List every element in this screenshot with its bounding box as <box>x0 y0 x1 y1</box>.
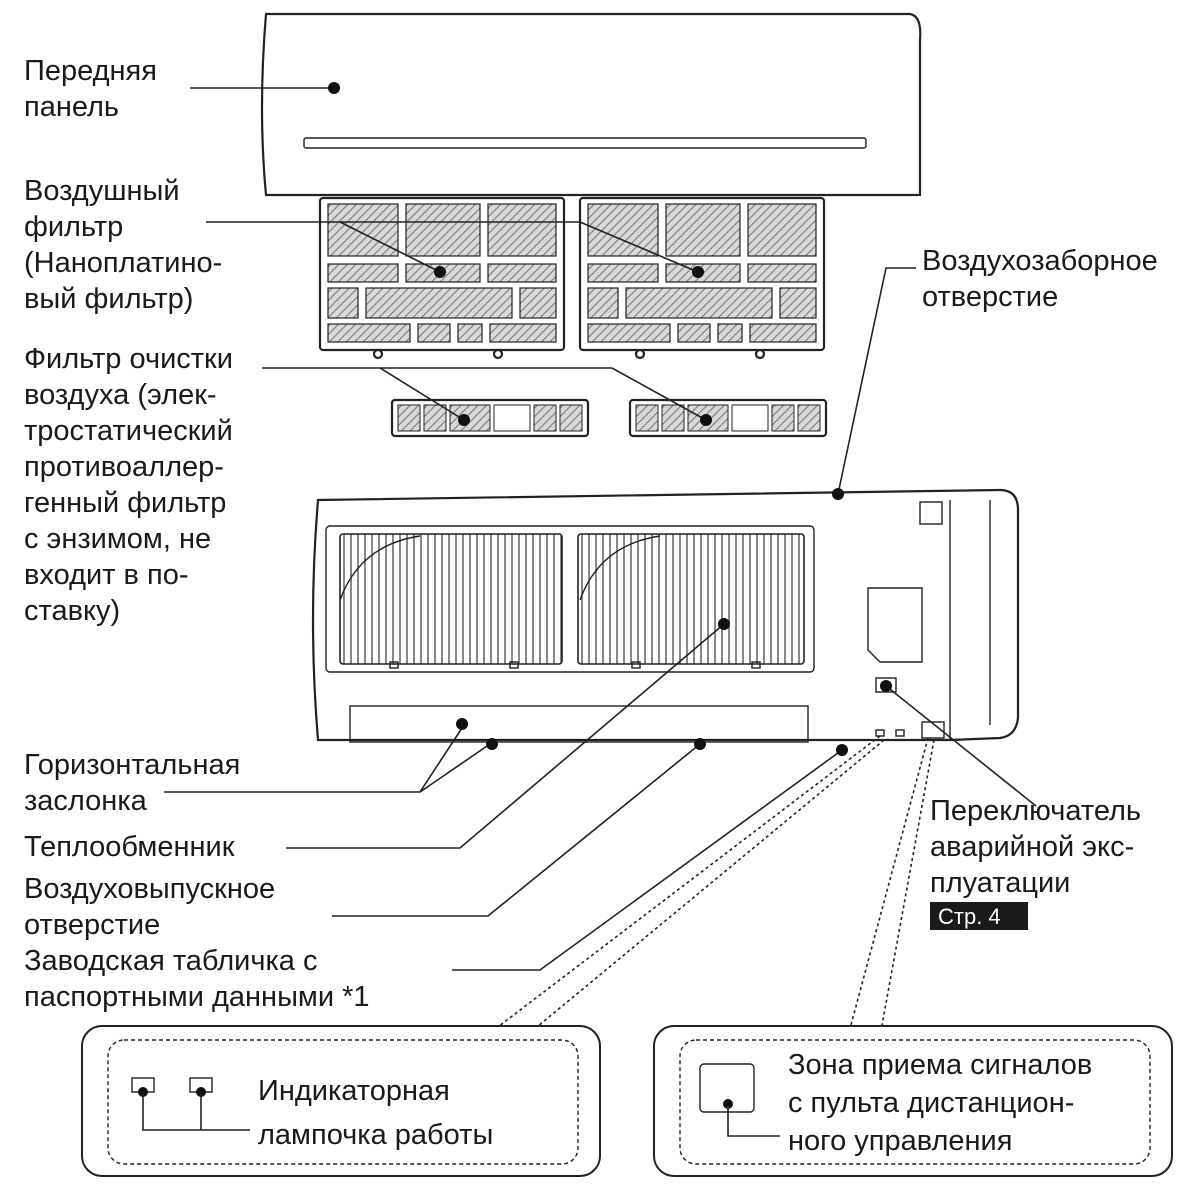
leader-lines <box>164 82 1037 1037</box>
label-heat-exchanger: Теплообменник <box>24 831 235 863</box>
cleaning-filter-left <box>390 398 590 438</box>
air-filter-right <box>578 196 826 360</box>
label-emergency-switch: Переключатель аварийной экс- плуатации <box>930 795 1141 899</box>
svg-text:Горизонтальная: Горизонтальная <box>24 749 240 781</box>
label-air-intake: Воздухозаборное отверстие <box>922 245 1158 313</box>
svg-text:генный фильтр: генный фильтр <box>24 487 226 519</box>
indoor-unit-body <box>311 488 1020 743</box>
svg-text:Передняя: Передняя <box>24 55 157 87</box>
svg-text:Воздушный: Воздушный <box>24 175 180 207</box>
label-air-outlet: Воздуховыпускное отверстие <box>24 873 275 941</box>
label-indicator-lamp: Индикаторная лампочка работы <box>258 1075 493 1151</box>
svg-text:с энзимом, не: с энзимом, не <box>24 523 211 555</box>
svg-text:Зона приема сигналов: Зона приема сигналов <box>788 1049 1092 1081</box>
svg-text:Переключатель: Переключатель <box>930 795 1141 827</box>
svg-text:Воздуховыпускное: Воздуховыпускное <box>24 873 275 905</box>
svg-text:воздуха (элек-: воздуха (элек- <box>24 379 217 411</box>
svg-text:Теплообменник: Теплообменник <box>24 831 235 863</box>
svg-text:Заводская табличка с: Заводская табличка с <box>24 945 317 977</box>
svg-text:Индикаторная: Индикаторная <box>258 1075 450 1107</box>
label-nameplate: Заводская табличка с паспортными данными… <box>24 945 370 1013</box>
svg-text:отверстие: отверстие <box>922 281 1058 313</box>
receiver-detail-box <box>653 1025 1173 1177</box>
cleaning-filter-right <box>628 398 828 438</box>
svg-text:паспортными данными *1: паспортными данными *1 <box>24 981 370 1013</box>
svg-text:лампочка работы: лампочка работы <box>258 1119 493 1151</box>
label-air-filter: Воздушный фильтр (Наноплатино- вый фильт… <box>24 175 222 315</box>
svg-text:тростатический: тростатический <box>24 415 233 447</box>
svg-text:заслонка: заслонка <box>24 785 148 817</box>
svg-text:панель: панель <box>24 91 119 123</box>
svg-text:плуатации: плуатации <box>930 867 1070 899</box>
svg-text:(Наноплатино-: (Наноплатино- <box>24 247 222 279</box>
svg-text:отверстие: отверстие <box>24 909 160 941</box>
svg-text:ставку): ставку) <box>24 595 120 627</box>
svg-text:Воздухозаборное: Воздухозаборное <box>922 245 1158 277</box>
svg-text:вый фильтр): вый фильтр) <box>24 283 193 315</box>
svg-text:Стр. 4: Стр. 4 <box>938 904 1001 929</box>
svg-text:Фильтр очистки: Фильтр очистки <box>24 343 233 375</box>
label-horizontal-flap: Горизонтальная заслонка <box>24 749 240 817</box>
svg-text:ного управления: ного управления <box>788 1125 1012 1157</box>
label-receiver-zone: Зона приема сигналов с пульта дистанцион… <box>788 1049 1092 1157</box>
air-filter-left <box>318 196 566 360</box>
front-panel <box>260 12 922 197</box>
svg-text:входит в по-: входит в по- <box>24 559 188 591</box>
svg-text:противоаллер-: противоаллер- <box>24 451 224 483</box>
label-front-panel: Передняя панель <box>24 55 157 123</box>
svg-text:фильтр: фильтр <box>24 211 123 243</box>
page-ref-badge[interactable]: Стр. 4 <box>930 902 1028 930</box>
indicator-detail-box <box>81 1025 601 1177</box>
svg-text:аварийной экс-: аварийной экс- <box>930 831 1134 863</box>
svg-text:с пульта дистанцион-: с пульта дистанцион- <box>788 1087 1074 1119</box>
label-cleaning-filter: Фильтр очистки воздуха (элек- тростатиче… <box>24 343 233 627</box>
